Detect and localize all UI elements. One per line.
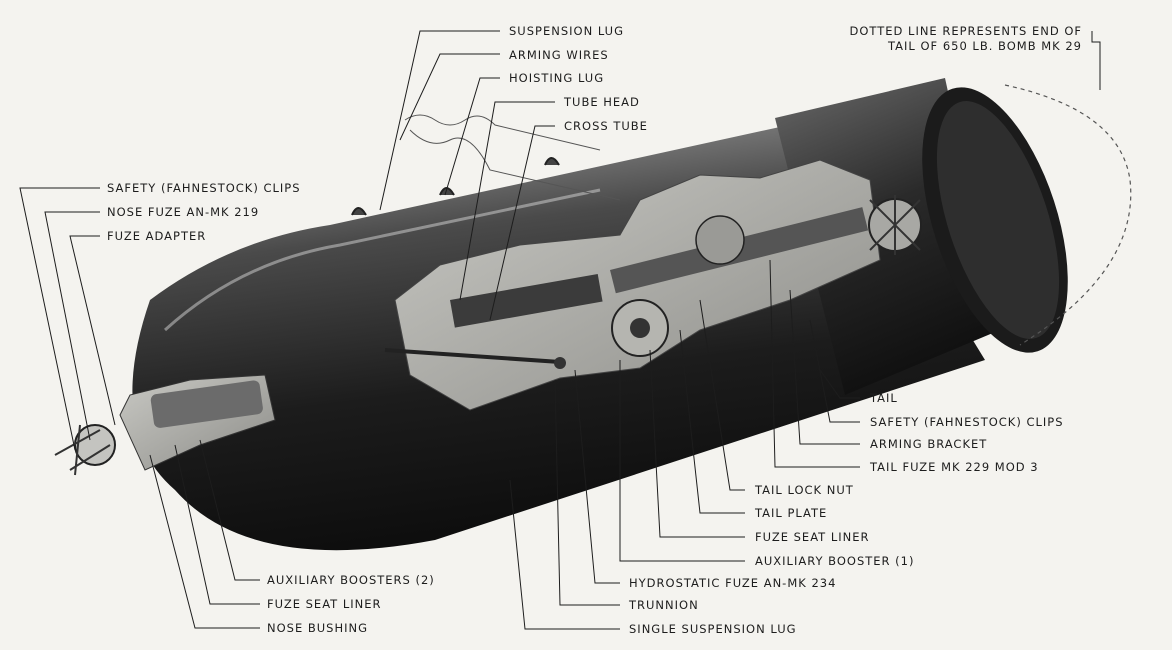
tail-fuze-area (868, 195, 922, 255)
label-nose-fuze: NOSE FUZE AN-MK 219 (107, 205, 259, 219)
label-tube-head: TUBE HEAD (563, 95, 640, 109)
dotted-tail-outline (1004, 84, 1132, 346)
label-dotted-line-1: DOTTED LINE REPRESENTS END OF (850, 24, 1083, 38)
label-dotted-line-2: TAIL OF 650 LB. BOMB MK 29 (887, 39, 1082, 53)
label-tail: TAIL (869, 391, 898, 405)
label-tail-fuze: TAIL FUZE MK 229 MOD 3 (869, 460, 1039, 474)
label-fuze-seat-liner-tail: FUZE SEAT LINER (755, 530, 870, 544)
label-fuze-seat-liner-nose: FUZE SEAT LINER (267, 597, 382, 611)
label-auxiliary-booster: AUXILIARY BOOSTER (1) (755, 554, 914, 568)
label-hoisting-lug: HOISTING LUG (509, 71, 604, 85)
label-safety-clips-tail: SAFETY (FAHNESTOCK) CLIPS (870, 415, 1064, 429)
label-suspension-lug: SUSPENSION LUG (509, 24, 624, 38)
mid-cutaway (384, 159, 881, 411)
nose-cutaway (54, 374, 276, 476)
callout-labels: SUSPENSION LUG ARMING WIRES HOISTING LUG… (107, 24, 1083, 636)
label-arming-bracket: ARMING BRACKET (870, 437, 987, 451)
label-tail-plate: TAIL PLATE (754, 506, 827, 520)
label-single-suspension-lug: SINGLE SUSPENSION LUG (629, 622, 797, 636)
leader-lines (19, 30, 1101, 630)
label-tail-lock-nut: TAIL LOCK NUT (754, 483, 854, 497)
label-auxiliary-boosters: AUXILIARY BOOSTERS (2) (267, 573, 435, 587)
label-hydrostatic-fuze: HYDROSTATIC FUZE AN-MK 234 (629, 576, 836, 590)
label-cross-tube: CROSS TUBE (564, 119, 648, 133)
label-arming-wires: ARMING WIRES (509, 48, 609, 62)
label-trunnion: TRUNNION (628, 598, 699, 612)
label-fuze-adapter: FUZE ADAPTER (107, 229, 206, 243)
label-safety-clips-nose: SAFETY (FAHNESTOCK) CLIPS (107, 181, 301, 195)
label-nose-bushing: NOSE BUSHING (267, 621, 368, 635)
lugs-wires (351, 114, 621, 216)
